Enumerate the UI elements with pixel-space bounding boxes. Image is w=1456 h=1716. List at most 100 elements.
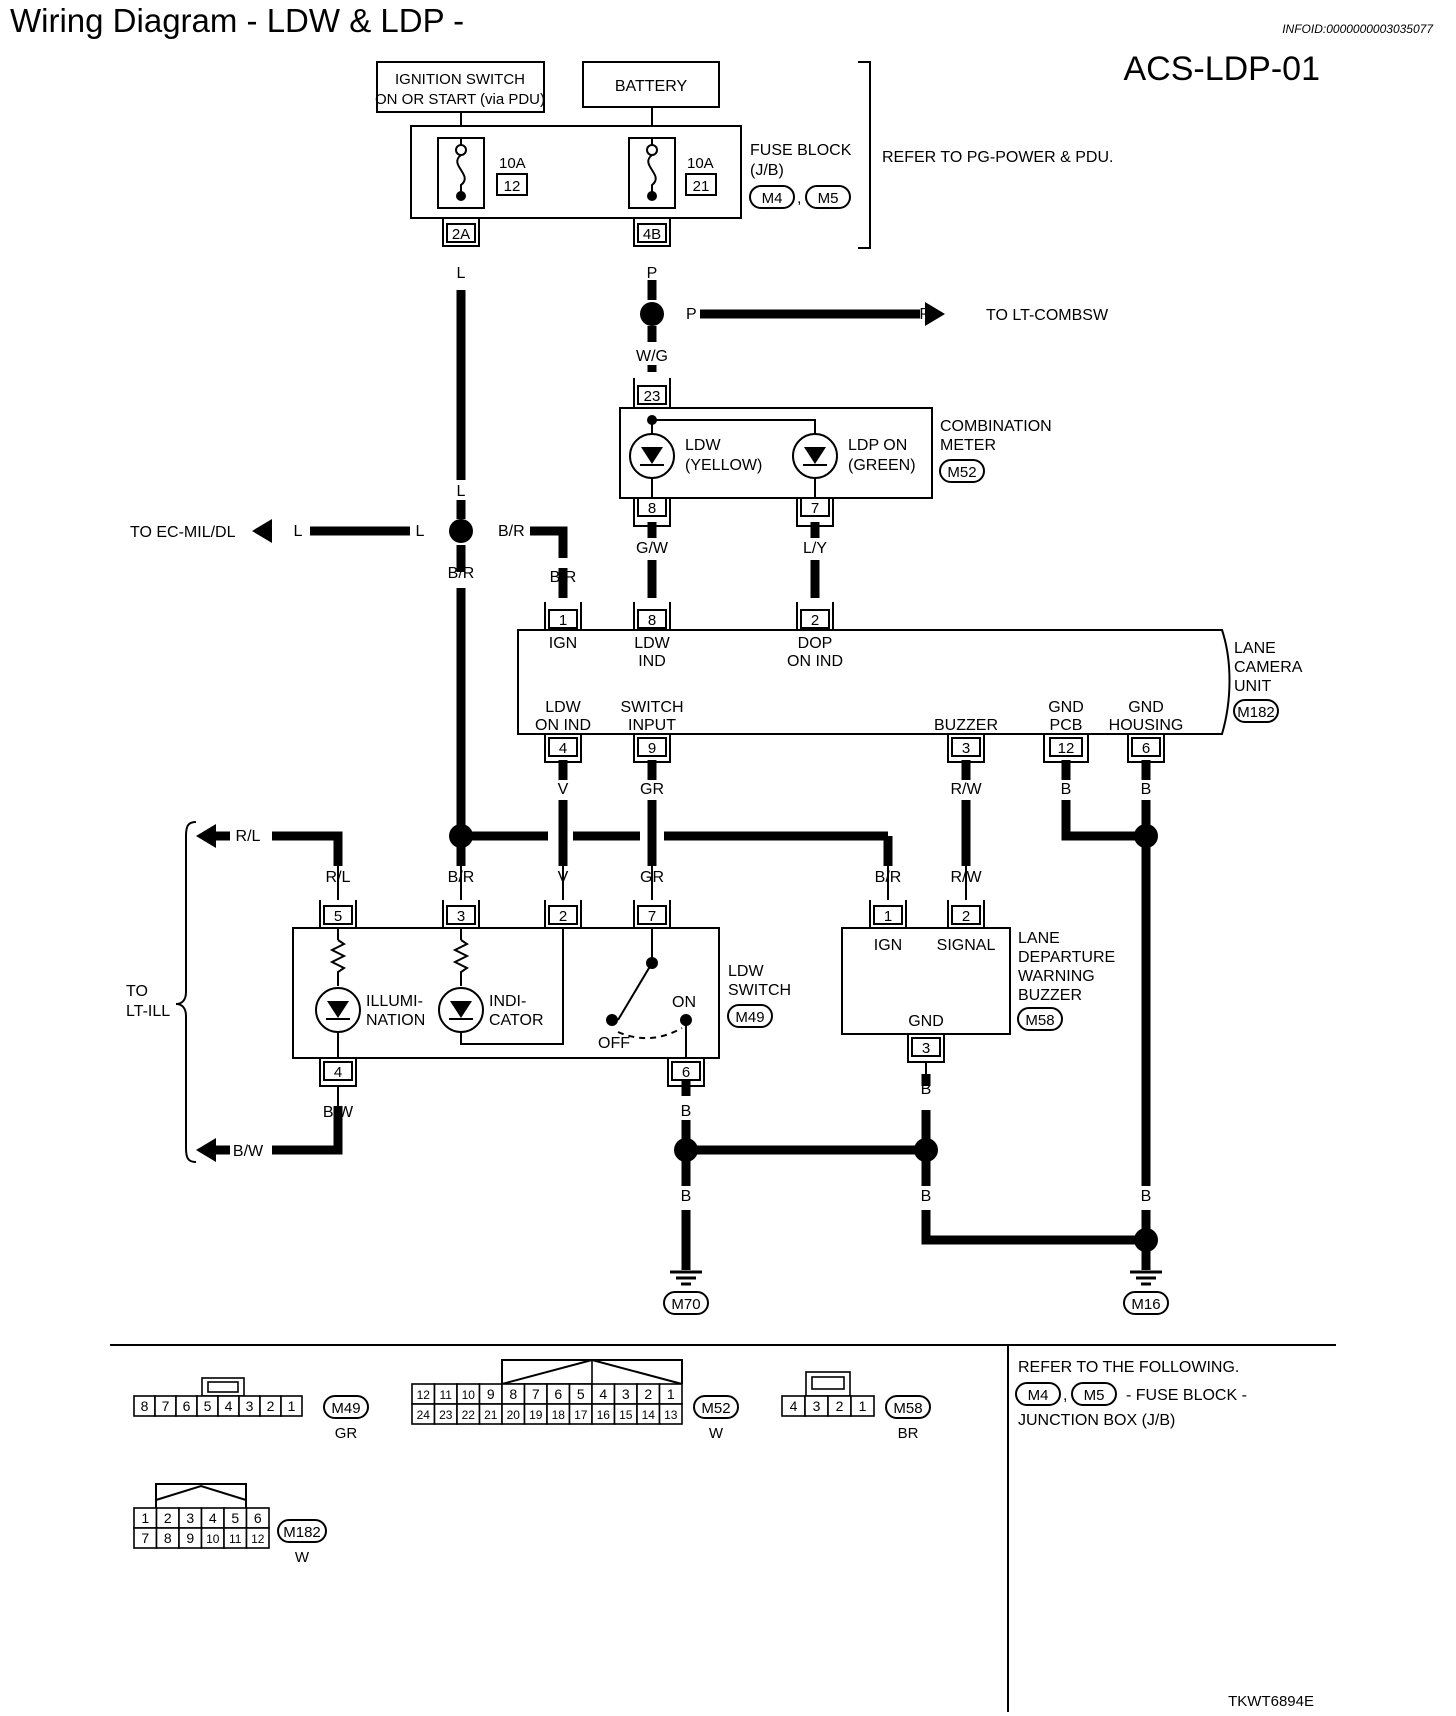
m49-cell-label: 4 xyxy=(225,1398,233,1414)
m182-cell-label: 10 xyxy=(206,1532,220,1546)
svg-text:BR: BR xyxy=(898,1425,919,1442)
svg-text:2: 2 xyxy=(559,908,567,925)
svg-text:PCB: PCB xyxy=(1050,717,1083,734)
svg-text:1: 1 xyxy=(884,908,892,925)
svg-text:6: 6 xyxy=(682,1064,690,1081)
lane-camera-label: LANE xyxy=(1234,640,1276,657)
svg-text:4: 4 xyxy=(559,740,567,757)
svg-text:GR: GR xyxy=(335,1425,358,1442)
svg-text:3: 3 xyxy=(962,740,970,757)
svg-text:LDW: LDW xyxy=(685,437,721,454)
svg-text:CAMERA: CAMERA xyxy=(1234,659,1303,676)
camera-pin-4: 4 xyxy=(544,734,582,763)
diagram-code: ACS-LDP-01 xyxy=(1123,50,1320,88)
svg-text:JUNCTION BOX (J/B): JUNCTION BOX (J/B) xyxy=(1018,1412,1175,1429)
lane-camera-unit: 1 8 2 IGN LDW IND DOP ON IND LDW ON IND … xyxy=(517,602,1231,763)
svg-text:M5: M5 xyxy=(1084,1387,1105,1404)
ground-m70: M70 xyxy=(663,1270,709,1315)
m182-cell-label: 5 xyxy=(231,1510,239,1526)
m52-cell-label: 16 xyxy=(597,1408,611,1422)
svg-text:REFER TO THE FOLLOWING.: REFER TO THE FOLLOWING. xyxy=(1018,1359,1239,1376)
m58-cell-label: 1 xyxy=(859,1398,867,1414)
switch-pin-2: 2 xyxy=(544,900,582,929)
svg-text:IND: IND xyxy=(638,653,666,670)
refer-box: REFER TO THE FOLLOWING. M4 , M5 - FUSE B… xyxy=(1015,1359,1247,1429)
m49-cell-label: 1 xyxy=(288,1398,296,1414)
ldw-switch-label: LDW xyxy=(728,963,764,980)
svg-text:SWITCH: SWITCH xyxy=(620,699,683,716)
svg-text:LT-ILL: LT-ILL xyxy=(126,1003,170,1020)
m182-cell-label: 12 xyxy=(251,1532,265,1546)
svg-text:M58: M58 xyxy=(893,1400,922,1417)
svg-text:UNIT: UNIT xyxy=(1234,678,1272,695)
svg-text:IGN: IGN xyxy=(874,937,902,954)
fuse1-number: 12 xyxy=(504,178,521,195)
svg-text:W: W xyxy=(709,1425,724,1442)
svg-text:DOP: DOP xyxy=(798,635,833,652)
svg-text:CATOR: CATOR xyxy=(489,1012,544,1029)
svg-text:6: 6 xyxy=(1142,740,1150,757)
camera-pin-8: 8 xyxy=(633,602,671,631)
meter-pin-23: 23 xyxy=(633,378,671,409)
svg-text:IGN: IGN xyxy=(549,635,577,652)
svg-text:,: , xyxy=(1063,1387,1067,1404)
svg-text:R/W: R/W xyxy=(950,781,982,798)
svg-text:IGNITION SWITCH: IGNITION SWITCH xyxy=(395,71,525,88)
fuse2-number: 21 xyxy=(693,178,710,195)
svg-text:GR: GR xyxy=(640,781,664,798)
svg-text:ON OR START (via PDU): ON OR START (via PDU) xyxy=(375,91,545,108)
svg-text:B: B xyxy=(1061,781,1072,798)
m182-cell-label: 4 xyxy=(209,1510,217,1526)
svg-text:GND: GND xyxy=(1048,699,1084,716)
svg-text:INPUT: INPUT xyxy=(628,717,676,734)
svg-text:B/R: B/R xyxy=(550,569,577,586)
svg-text:M182: M182 xyxy=(1237,704,1275,721)
combination-meter-label: COMBINATION xyxy=(940,418,1052,435)
m49-tag: M49 xyxy=(727,1004,773,1028)
destination-arrows xyxy=(196,302,945,1162)
m49-cell-label: 8 xyxy=(141,1398,149,1414)
svg-text:B/R: B/R xyxy=(448,565,475,582)
switch-pin-6: 6 xyxy=(667,1058,705,1087)
svg-text:SWITCH: SWITCH xyxy=(728,982,791,999)
svg-text:,: , xyxy=(797,190,801,207)
svg-text:NATION: NATION xyxy=(366,1012,425,1029)
svg-text:23: 23 xyxy=(644,388,661,405)
m52-cell-label: 3 xyxy=(622,1386,630,1402)
ldw-switch: 5 3 2 7 ILLUMI- NATION xyxy=(292,866,720,1106)
m52-cell-label: 17 xyxy=(574,1408,588,1422)
svg-text:LDW: LDW xyxy=(545,699,581,716)
svg-text:(J/B): (J/B) xyxy=(750,162,784,179)
svg-text:SIGNAL: SIGNAL xyxy=(937,937,996,954)
m52-cell-label: 4 xyxy=(599,1386,607,1402)
svg-text:LDP ON: LDP ON xyxy=(848,437,907,454)
svg-text:5: 5 xyxy=(334,908,342,925)
m49-cell-label: 2 xyxy=(267,1398,275,1414)
m58-cell xyxy=(850,1395,875,1417)
camera-pin-12: 12 xyxy=(1043,734,1089,763)
meter-pin-7: 7 xyxy=(796,497,834,527)
svg-text:B: B xyxy=(1141,1188,1152,1205)
m182-cell-label: 11 xyxy=(229,1532,242,1546)
m52-cell-label: 15 xyxy=(619,1408,633,1422)
m52-cell-label: 7 xyxy=(532,1386,540,1402)
m182-cell-label: 6 xyxy=(254,1510,262,1526)
svg-text:(YELLOW): (YELLOW) xyxy=(685,457,762,474)
svg-text:1: 1 xyxy=(559,612,567,629)
m52-cell-label: 9 xyxy=(487,1386,495,1402)
fuse-block: 10A 12 10A 21 xyxy=(410,125,742,219)
svg-text:8: 8 xyxy=(648,500,656,517)
svg-text:M70: M70 xyxy=(671,1296,700,1313)
fuse-block-label: FUSE BLOCK xyxy=(750,142,852,159)
ground-m16: M16 xyxy=(1123,1270,1169,1315)
svg-text:M4: M4 xyxy=(762,190,783,207)
svg-text:M49: M49 xyxy=(331,1400,360,1417)
svg-text:7: 7 xyxy=(811,500,819,517)
m52-cell xyxy=(658,1403,683,1425)
svg-text:2A: 2A xyxy=(452,226,470,243)
svg-text:OFF: OFF xyxy=(598,1035,630,1052)
refer-note: REFER TO PG-POWER & PDU. xyxy=(882,149,1113,166)
svg-text:M5: M5 xyxy=(818,190,839,207)
